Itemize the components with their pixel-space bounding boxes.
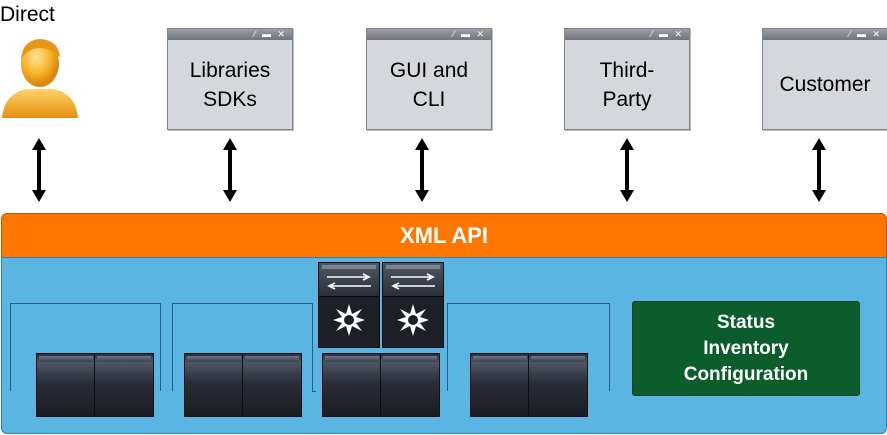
topology-line — [447, 303, 448, 391]
window-label: GUI and CLI — [389, 58, 469, 111]
interconnect-ports — [319, 263, 379, 297]
blade-chassis — [380, 353, 440, 417]
window-titlebar: ⁄ ▬ ✕ — [565, 29, 689, 40]
topology-line — [10, 303, 11, 391]
window-label: Customer — [779, 73, 871, 96]
window-titlebar: ⁄ ▬ ✕ — [763, 29, 887, 40]
client-window-third-party: ⁄ ▬ ✕ Third- Party — [564, 28, 690, 130]
window-controls-icon: ⁄ ▬ ✕ — [452, 29, 486, 39]
xml-api-bar: XML API — [1, 213, 887, 259]
xml-api-label: XML API — [399, 223, 488, 248]
topology-line — [172, 303, 312, 304]
window-controls-icon: ⁄ ▬ ✕ — [848, 29, 882, 39]
window-titlebar: ⁄ ▬ ✕ — [367, 29, 491, 40]
topology-line — [447, 303, 609, 304]
status-inventory-box: Status Inventory Configuration — [632, 301, 860, 396]
configuration-line: Configuration — [683, 363, 809, 385]
interconnect-ports — [383, 263, 443, 297]
topology-line — [10, 303, 160, 304]
blade-chassis — [528, 353, 588, 417]
topology-line — [312, 391, 316, 392]
blade-chassis — [322, 353, 382, 417]
bidirectional-arrow-icon — [223, 138, 237, 202]
window-label: Libraries SDKs — [189, 58, 271, 111]
blade-chassis — [184, 353, 244, 417]
fabric-star-icon — [333, 304, 365, 336]
topology-line — [172, 303, 173, 391]
window-controls-icon: ⁄ ▬ ✕ — [253, 29, 287, 39]
client-window-gui-cli: ⁄ ▬ ✕ GUI and CLI — [366, 28, 492, 130]
window-titlebar: ⁄ ▬ ✕ — [168, 29, 292, 40]
inventory-line: Inventory — [703, 337, 789, 359]
window-controls-icon: ⁄ ▬ ✕ — [650, 29, 684, 39]
topology-line — [312, 303, 313, 391]
switch-arrows-icon — [391, 273, 435, 290]
switch-arrows-icon — [327, 273, 371, 290]
bidirectional-arrow-icon — [32, 138, 46, 202]
fabric-star-icon — [397, 304, 429, 336]
blade-chassis — [94, 353, 154, 417]
fabric-interconnect — [382, 262, 444, 348]
direct-label: Direct — [0, 3, 55, 26]
blade-chassis — [470, 353, 530, 417]
bidirectional-arrow-icon — [415, 138, 429, 202]
topology-line — [160, 303, 161, 391]
bidirectional-arrow-icon — [812, 138, 826, 202]
blade-chassis — [242, 353, 302, 417]
topology-line — [609, 303, 610, 391]
status-line: Status — [716, 311, 776, 333]
window-label: Third- Party — [599, 58, 655, 111]
user-icon — [2, 39, 78, 118]
blade-chassis — [36, 353, 96, 417]
client-window-customer: ⁄ ▬ ✕ Customer — [762, 28, 887, 130]
bidirectional-arrow-icon — [620, 138, 634, 202]
client-window-libraries: ⁄ ▬ ✕ Libraries SDKs — [167, 28, 293, 130]
fabric-interconnect — [318, 262, 380, 348]
